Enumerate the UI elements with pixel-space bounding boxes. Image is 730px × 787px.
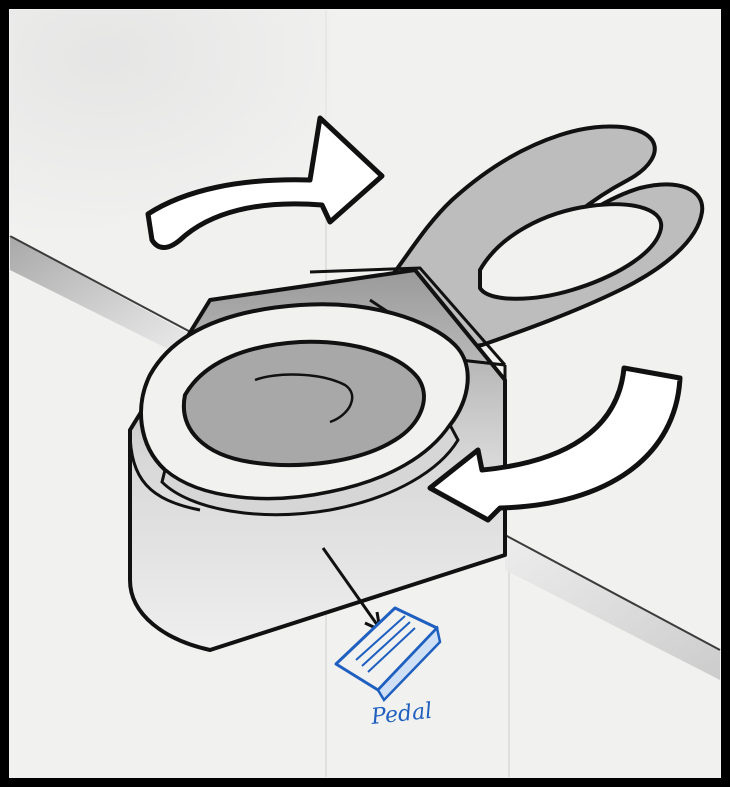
horizon-line-right bbox=[504, 534, 721, 651]
floor-shadow-left bbox=[10, 236, 200, 365]
rotated-toilet-seat-outline bbox=[370, 124, 705, 357]
horizon-line-left bbox=[9, 235, 216, 346]
pedal-icon[interactable] bbox=[334, 606, 442, 703]
floor-shadow-right bbox=[505, 535, 720, 680]
toilet-seat-on-base bbox=[139, 302, 470, 517]
top-curved-arrow bbox=[145, 115, 385, 250]
right-curved-arrow bbox=[427, 365, 683, 523]
